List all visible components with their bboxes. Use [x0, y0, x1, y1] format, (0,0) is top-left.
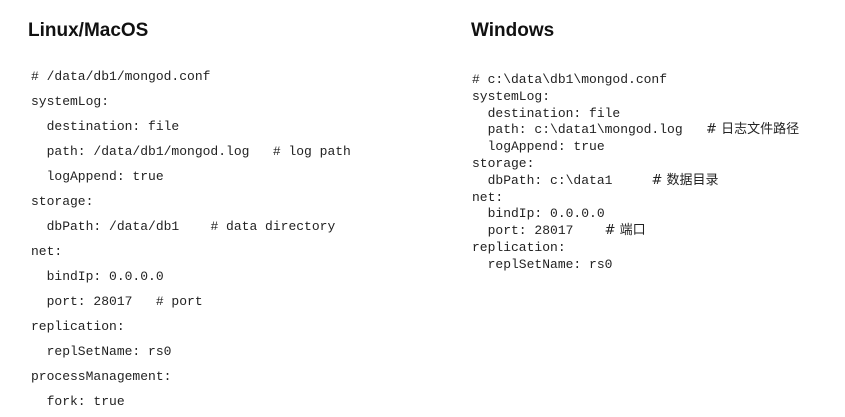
config-code: bindIp: 0.0.0.0 [31, 269, 164, 284]
linux-macos-heading: Linux/MacOS [28, 20, 149, 41]
config-code: replication: [472, 239, 566, 255]
config-line: # c:\data\db1\mongod.conf [472, 72, 799, 89]
config-comment: # log path [272, 144, 351, 159]
config-code: replSetName: rs0 [31, 344, 172, 359]
config-code: destination: file [31, 119, 180, 134]
config-line: port: 28017 # port [31, 292, 351, 317]
config-code: path: /data/db1/mongod.log [31, 144, 273, 159]
config-line: path: /data/db1/mongod.log # log path [31, 142, 351, 167]
config-line: dbPath: /data/db1 # data directory [31, 217, 351, 242]
config-comment: # 数据目录 [651, 172, 719, 188]
config-code: port: 28017 [31, 294, 156, 309]
config-line: replication: [31, 317, 351, 342]
config-code: processManagement: [31, 369, 172, 384]
config-line: destination: file [31, 117, 351, 142]
config-code: dbPath: /data/db1 [31, 219, 211, 234]
config-code: systemLog: [31, 94, 110, 109]
config-code: # c:\data\db1\mongod.conf [472, 72, 668, 87]
config-code: replication: [31, 319, 125, 334]
config-line: net: [472, 190, 799, 207]
config-line: port: 28017 # 端口 [472, 223, 799, 240]
config-line: bindIp: 0.0.0.0 [31, 267, 351, 292]
config-line: fork: true [31, 392, 351, 417]
config-comment: # 端口 [604, 223, 646, 239]
config-comment: # data directory [210, 219, 336, 234]
config-code: net: [472, 189, 504, 205]
config-line: path: c:\data1\mongod.log # 日志文件路径 [472, 122, 799, 139]
config-line: logAppend: true [31, 167, 351, 192]
config-code: fork: true [31, 394, 125, 409]
windows-heading: Windows [471, 20, 555, 41]
config-line: dbPath: c:\data1 # 数据目录 [472, 173, 799, 190]
config-line: systemLog: [472, 89, 799, 106]
config-line: # /data/db1/mongod.conf [31, 67, 351, 92]
config-code: destination: file [472, 105, 621, 121]
config-line: storage: [31, 192, 351, 217]
config-line: logAppend: true [472, 139, 799, 156]
config-code: dbPath: c:\data1 [472, 172, 652, 188]
config-code: # /data/db1/mongod.conf [31, 69, 211, 84]
config-line: bindIp: 0.0.0.0 [472, 206, 799, 223]
config-code: logAppend: true [472, 139, 605, 155]
config-line: replSetName: rs0 [31, 342, 351, 367]
config-line: replication: [472, 240, 799, 257]
config-comment: # port [155, 294, 203, 309]
config-line: storage: [472, 156, 799, 173]
linux-macos-config-block: # /data/db1/mongod.conf systemLog: destin… [31, 67, 351, 417]
config-code: storage: [31, 194, 94, 209]
config-code: net: [31, 244, 63, 259]
config-line: replSetName: rs0 [472, 257, 799, 274]
config-line: net: [31, 242, 351, 267]
config-code: storage: [472, 155, 535, 171]
config-code: bindIp: 0.0.0.0 [472, 206, 605, 222]
config-comment: # 日志文件路径 [706, 122, 800, 138]
config-code: systemLog: [472, 88, 551, 104]
config-line: systemLog: [31, 92, 351, 117]
config-code: port: 28017 [472, 223, 605, 239]
config-code: path: c:\data1\mongod.log [472, 122, 707, 138]
config-line: destination: file [472, 106, 799, 123]
config-code: replSetName: rs0 [472, 256, 613, 272]
config-code: logAppend: true [31, 169, 164, 184]
config-line: processManagement: [31, 367, 351, 392]
